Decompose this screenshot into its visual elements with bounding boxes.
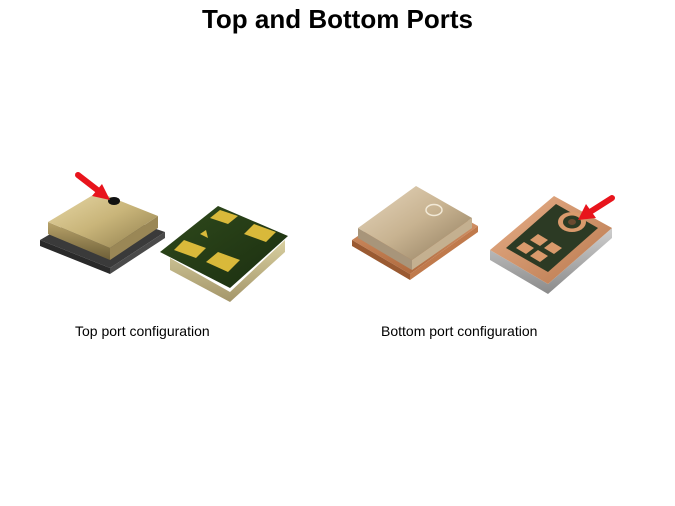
top-port-figure [30, 160, 300, 310]
slide-title: Top and Bottom Ports [201, 4, 474, 34]
bottom-port-figure [340, 170, 630, 305]
top-port-caption: Top port configuration [75, 323, 210, 339]
bottom-port-arrow-icon [578, 195, 615, 220]
top-port-arrow-icon [75, 172, 110, 200]
mems-microphone-top-view-icon [40, 192, 165, 274]
bottom-port-caption: Bottom port configuration [381, 323, 538, 339]
mems-microphone-bottom-port-pads-icon [490, 196, 612, 294]
mems-microphone-top-lid-icon [352, 186, 478, 280]
mems-microphone-underside-pads-icon [160, 206, 288, 302]
